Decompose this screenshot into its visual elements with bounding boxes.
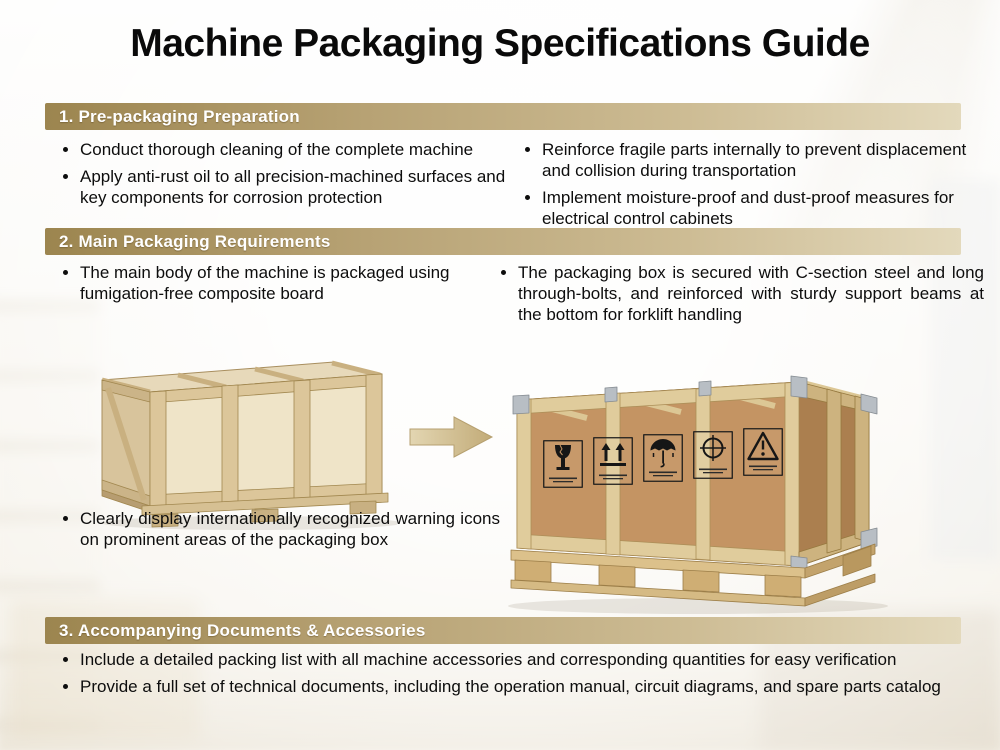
this-way-up-icon xyxy=(593,437,633,485)
page-title: Machine Packaging Specifications Guide xyxy=(130,22,870,65)
center-of-gravity-icon xyxy=(693,431,733,479)
bullet-item: The packaging box is secured with C-sect… xyxy=(518,262,984,325)
section-3-list: Include a detailed packing list with all… xyxy=(58,649,985,703)
bullet-item: The main body of the machine is packaged… xyxy=(80,262,500,304)
bullet-item: Include a detailed packing list with all… xyxy=(80,649,985,670)
section-1-header: 1. Pre-packaging Preparation xyxy=(45,103,961,130)
bullet-item: Clearly display internationally recogniz… xyxy=(80,508,500,550)
bullet-item: Conduct thorough cleaning of the complet… xyxy=(80,139,518,160)
section-3-header: 3. Accompanying Documents & Accessories xyxy=(45,617,961,644)
bullet-item: Reinforce fragile parts internally to pr… xyxy=(542,139,984,181)
transform-arrow-icon xyxy=(409,416,494,458)
keep-dry-icon xyxy=(643,434,683,482)
warning-icons-row xyxy=(543,428,783,488)
side-battens xyxy=(798,381,870,567)
pallet xyxy=(510,543,876,607)
bullet-item: Implement moisture-proof and dust-proof … xyxy=(542,187,984,229)
plywood-crate xyxy=(101,360,389,528)
packed-crate-illustration xyxy=(508,375,888,614)
section-2-bottom-list: Clearly display internationally recogniz… xyxy=(58,508,500,556)
section-1-right-list: Reinforce fragile parts internally to pr… xyxy=(520,139,984,235)
pallet xyxy=(101,489,389,528)
bullet-item: Apply anti-rust oil to all precision-mac… xyxy=(80,166,518,208)
crate-shadow xyxy=(508,598,888,614)
section-2-left-list: The main body of the machine is packaged… xyxy=(58,262,500,310)
bullet-item: Provide a full set of technical document… xyxy=(80,676,985,697)
front-battens xyxy=(516,381,800,567)
plywood-crate-illustration xyxy=(101,360,397,530)
front-battens xyxy=(149,373,383,507)
corner-brackets xyxy=(512,375,878,575)
section-1-left-list: Conduct thorough cleaning of the complet… xyxy=(58,139,518,214)
section-2-header: 2. Main Packaging Requirements xyxy=(45,228,961,255)
section-2-right-list: The packaging box is secured with C-sect… xyxy=(496,262,984,331)
fragile-icon xyxy=(543,440,583,488)
caution-icon xyxy=(743,428,783,476)
packed-crate xyxy=(510,375,878,607)
